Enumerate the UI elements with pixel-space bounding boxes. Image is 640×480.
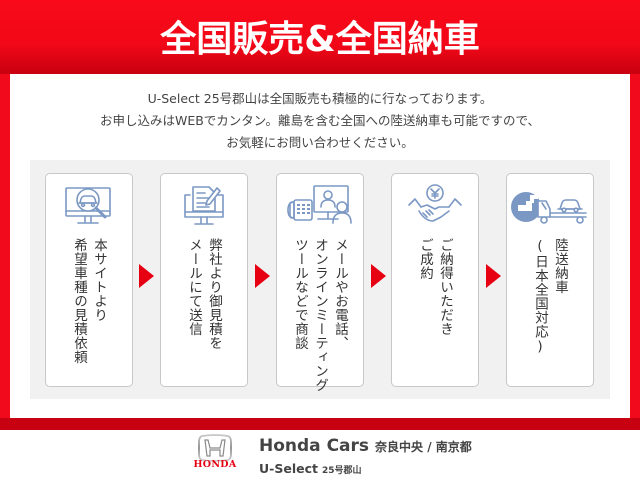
honda-wordmark: HONDA — [193, 459, 237, 470]
intro-line-2: お申し込みはWEBでカンタン。離島を含む全国への陸送納車も可能ですので、 — [99, 113, 541, 128]
arrow-right-icon — [255, 264, 270, 288]
step-5-text: 陸送納車(日本全国対応) — [532, 238, 568, 355]
phone-video-meeting-icon — [277, 182, 363, 230]
step-card-1: 本サイトより希望車種の見積依頼 — [45, 173, 133, 387]
red-frame: 全国販売&全国納車 U-Select 25号郡山は全国販売も積極的に行なっており… — [0, 0, 640, 430]
step-card-3: メールやお電話、オンラインミーティングツールなどで商談 — [276, 173, 364, 392]
yen-handshake-icon — [392, 182, 478, 230]
arrow-right-icon — [139, 264, 154, 288]
intro-text: U-Select 25号郡山は全国販売も積極的に行なっております。 お申し込みは… — [10, 88, 630, 154]
intro-line-3: お気軽にお問い合わせください。 — [226, 135, 414, 150]
car-carrier-truck-icon — [507, 182, 593, 230]
monitor-document-pen-icon — [161, 182, 247, 230]
monitor-search-car-icon — [46, 182, 132, 230]
arrow-right-icon — [371, 264, 386, 288]
step-card-2: 弊社より御見積をメールにて送信 — [160, 173, 248, 387]
content-panel: U-Select 25号郡山は全国販売も積極的に行なっております。 お申し込みは… — [10, 74, 630, 420]
steps-flow: 本サイトより希望車種の見積依頼 — [30, 160, 610, 399]
step-4-text: ご納得いただきご成約 — [417, 238, 453, 336]
step-2-text: 弊社より御見積をメールにて送信 — [186, 238, 222, 350]
step-card-4: ご納得いただきご成約 — [391, 173, 479, 387]
banner-title: 全国販売&全国納車 — [160, 19, 480, 60]
banner: 全国販売&全国納車 — [0, 0, 640, 74]
frame-bottom-border — [0, 418, 640, 430]
step-3-text: メールやお電話、オンラインミーティングツールなどで商談 — [292, 238, 348, 392]
step-card-5: 陸送納車(日本全国対応) — [506, 173, 594, 387]
honda-h-logo-icon — [185, 434, 245, 476]
step-1-text: 本サイトより希望車種の見積依頼 — [71, 238, 107, 364]
arrow-right-icon — [486, 264, 501, 288]
intro-line-1: U-Select 25号郡山は全国販売も積極的に行なっております。 — [147, 91, 493, 106]
